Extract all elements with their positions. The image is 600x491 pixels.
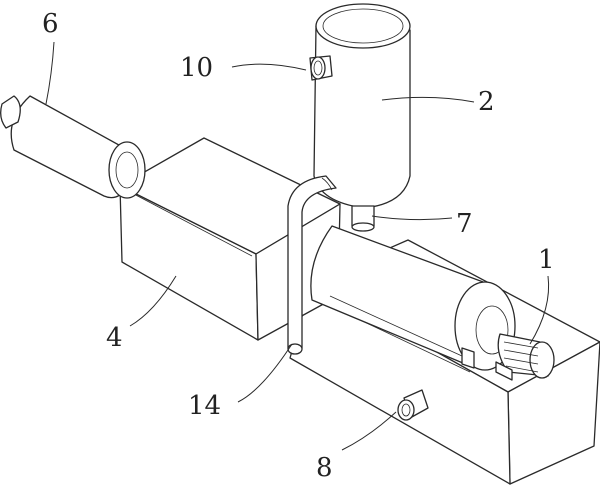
- box-4: [119, 137, 341, 341]
- tank-2: [309, 3, 411, 232]
- leader-14: [237, 343, 293, 403]
- label-8: 8: [316, 453, 333, 483]
- label-10: 10: [180, 53, 213, 83]
- label-1: 1: [538, 245, 555, 275]
- label-7: 7: [456, 209, 473, 239]
- leader-2: [381, 96, 475, 103]
- leader-lines: [45, 41, 550, 451]
- motor-1: [495, 333, 555, 381]
- pipe-14: [287, 175, 337, 355]
- leader-4: [129, 275, 177, 327]
- label-14: 14: [188, 391, 221, 421]
- nozzle-8: [397, 389, 429, 421]
- cylinder-6: [0, 95, 146, 199]
- leader-10: [231, 63, 307, 71]
- label-4: 4: [106, 323, 123, 353]
- leader-8: [341, 411, 397, 451]
- leader-6: [45, 41, 55, 105]
- label-6: 6: [42, 9, 59, 39]
- label-2: 2: [478, 87, 495, 117]
- leader-7: [371, 215, 453, 221]
- leader-1: [529, 275, 550, 345]
